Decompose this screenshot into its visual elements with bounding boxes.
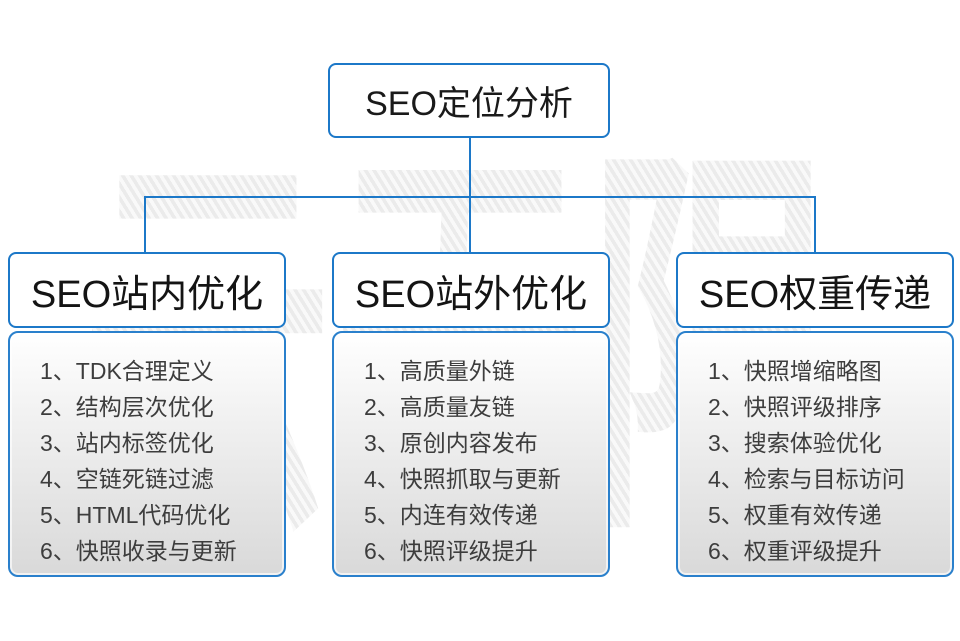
list-item: 4、检索与目标访问 xyxy=(708,466,905,492)
list-item: 1、高质量外链 xyxy=(364,358,515,384)
column-offsite-optimization: SEO站外优化 1、高质量外链 2、高质量友链 3、原创内容发布 4、快照抓取与… xyxy=(332,252,610,577)
list-item: 5、HTML代码优化 xyxy=(40,502,231,528)
connector-drop-middle-line xyxy=(469,196,471,253)
list-item: 4、空链死链过滤 xyxy=(40,466,214,492)
list-item: 5、内连有效传递 xyxy=(364,502,538,528)
column-weight-transfer: SEO权重传递 1、快照增缩略图 2、快照评级排序 3、搜索体验优化 4、检索与… xyxy=(676,252,954,577)
connector-drop-left-line xyxy=(144,196,146,253)
list-item: 4、快照抓取与更新 xyxy=(364,466,561,492)
connector-horizontal-line xyxy=(144,196,816,198)
list-item: 2、快照评级排序 xyxy=(708,394,882,420)
list-item: 2、高质量友链 xyxy=(364,394,515,420)
column-header-onsite: SEO站内优化 xyxy=(8,252,286,328)
list-item: 5、权重有效传递 xyxy=(708,502,882,528)
list-item: 3、站内标签优化 xyxy=(40,430,214,456)
list-item: 3、原创内容发布 xyxy=(364,430,538,456)
list-item: 6、快照评级提升 xyxy=(364,538,538,564)
list-item: 1、快照增缩略图 xyxy=(708,358,882,384)
list-item: 6、快照收录与更新 xyxy=(40,538,237,564)
connector-trunk-line xyxy=(469,137,471,197)
list-item: 6、权重评级提升 xyxy=(708,538,882,564)
list-item: 1、TDK合理定义 xyxy=(40,358,214,384)
column-header-offsite: SEO站外优化 xyxy=(332,252,610,328)
column-onsite-optimization: SEO站内优化 1、TDK合理定义 2、结构层次优化 3、站内标签优化 4、空链… xyxy=(8,252,286,577)
column-header-weight: SEO权重传递 xyxy=(676,252,954,328)
list-item: 3、搜索体验优化 xyxy=(708,430,882,456)
column-list-weight: 1、快照增缩略图 2、快照评级排序 3、搜索体验优化 4、检索与目标访问 5、权… xyxy=(676,331,954,577)
column-list-offsite: 1、高质量外链 2、高质量友链 3、原创内容发布 4、快照抓取与更新 5、内连有… xyxy=(332,331,610,577)
list-item: 2、结构层次优化 xyxy=(40,394,214,420)
connector-drop-right-line xyxy=(814,196,816,253)
column-list-onsite: 1、TDK合理定义 2、结构层次优化 3、站内标签优化 4、空链死链过滤 5、H… xyxy=(8,331,286,577)
root-node-seo-positioning: SEO定位分析 xyxy=(328,63,610,138)
